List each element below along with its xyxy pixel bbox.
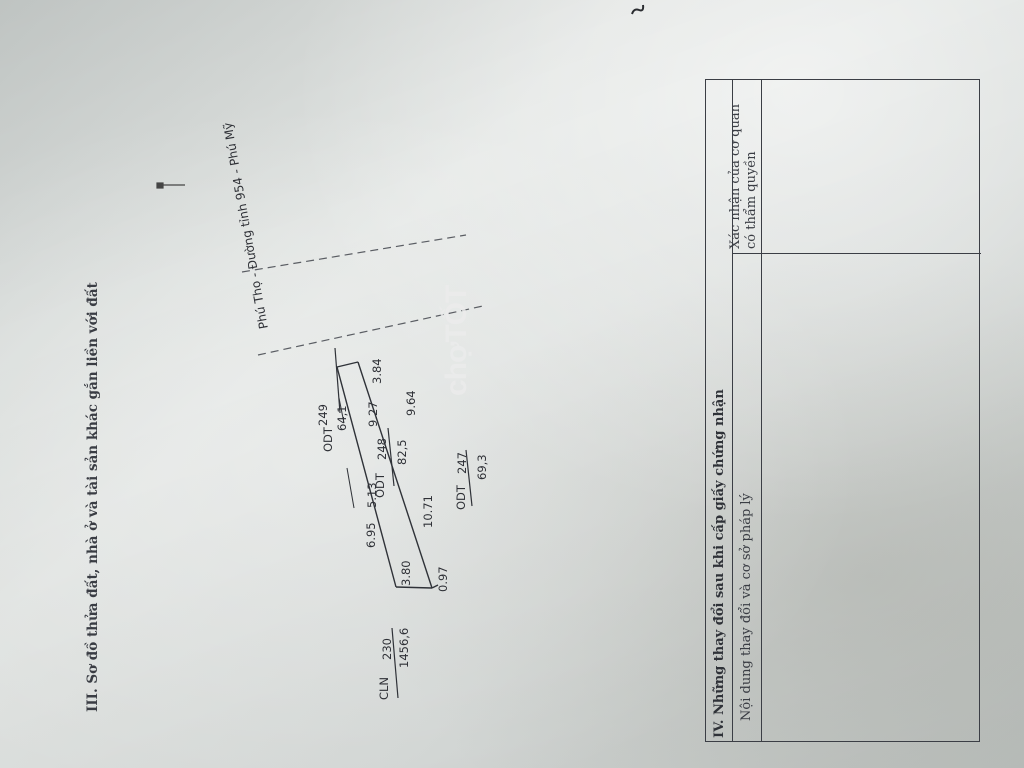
table-column-divider [732, 253, 981, 254]
column-header-authority-line1: Xác nhận của cơ quan [728, 103, 743, 249]
parcel-249-number: 249 [316, 404, 330, 426]
watermark-logo: chợTỐT [440, 286, 474, 396]
parcel-230-area: 1456,6 [397, 627, 411, 668]
parcel-side-lines [338, 397, 355, 509]
fraction-bars [334, 347, 473, 699]
column-header-change-content: Nội dung thay đổi và cơ sở pháp lý [739, 493, 754, 721]
table-divider [761, 80, 762, 741]
dimension-label: 5.13 [365, 482, 379, 508]
parcel-230-use: CLN [377, 676, 391, 700]
changes-table: Nội dung thay đổi và cơ sở pháp lý Xác n… [705, 79, 981, 742]
road-boundaries [241, 234, 484, 356]
column-header-authority-line2: có thẩm quyền [744, 151, 759, 249]
dimension-label: 6.95 [364, 522, 378, 548]
dimension-label: 3.84 [370, 358, 384, 384]
parcel-248-number: 248 [375, 438, 389, 460]
parcel-249-area: 64,1 [335, 405, 349, 431]
ink-mark-icon [631, 4, 645, 15]
dimension-label: 10.71 [421, 495, 435, 528]
north-arrow-mark [156, 182, 185, 189]
parcel-248-area: 82,5 [395, 439, 409, 465]
road-edge-top [241, 234, 467, 273]
watermark-text-b: TỐT [440, 285, 473, 343]
parcel-248-outline [336, 361, 439, 589]
dimension-label: 3.80 [399, 560, 413, 586]
parcel-247-number: 247 [455, 452, 469, 474]
parcel-249-use: ODT [321, 427, 335, 452]
dimension-label: 0.97 [436, 566, 450, 592]
parcel-230-number: 230 [380, 638, 394, 660]
watermark-text-a: chợ [440, 342, 473, 396]
dimension-label: 9.27 [366, 401, 380, 427]
dimension-label: 9.64 [404, 390, 418, 416]
parcel-247-use: ODT [454, 485, 468, 510]
parcel-247-area: 69,3 [475, 454, 489, 480]
